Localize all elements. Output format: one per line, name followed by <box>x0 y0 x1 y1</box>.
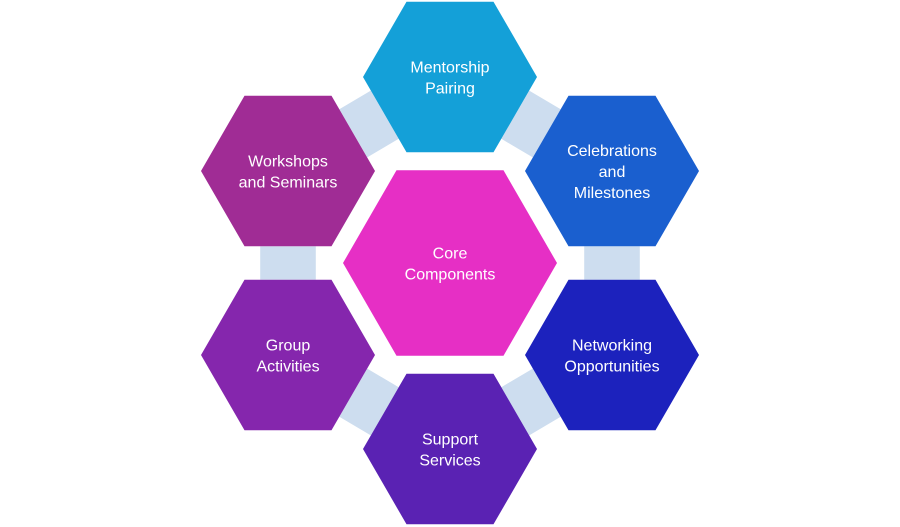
hex-mentorship-pairing-shape <box>363 1 537 153</box>
hex-celebrations-and-milestones-label-line: and <box>599 164 626 181</box>
hex-networking-opportunities-label-line: Networking <box>572 338 652 355</box>
hex-workshops-and-seminars-shape <box>201 95 375 247</box>
hex-core-components-label-line: Core <box>433 246 468 263</box>
hex-celebrations-and-milestones-shape <box>525 95 699 247</box>
connector-strip <box>339 368 399 436</box>
hex-core-components-label-line: Components <box>405 267 496 284</box>
hex-core-components-shape <box>343 170 557 356</box>
hex-support-services-label-line: Support <box>422 432 479 449</box>
hex-workshops-and-seminars: Workshops and Seminars <box>201 95 375 247</box>
connectors <box>260 90 640 436</box>
connector-strip <box>584 246 640 280</box>
hex-mentorship-pairing-label-line: Mentorship <box>410 60 489 77</box>
hex-networking-opportunities-label-line: Opportunities <box>564 359 659 376</box>
hex-celebrations-and-milestones-label-line: Milestones <box>574 185 650 202</box>
hex-group-activities-shape <box>201 279 375 431</box>
hex-networking-opportunities-shape <box>525 279 699 431</box>
hex-group-activities-label-line: Activities <box>256 359 319 376</box>
hex-group-activities-label-line: Group <box>266 338 311 355</box>
hex-support-services-shape <box>363 373 537 525</box>
connector-strip <box>501 368 561 436</box>
connector-strip <box>260 246 316 280</box>
hex-workshops-and-seminars-label-line: Workshops <box>248 154 328 171</box>
hex-support-services-label-line: Services <box>419 453 480 470</box>
hex-mentorship-pairing-label-line: Pairing <box>425 81 475 98</box>
hex-workshops-and-seminars-label-line: and Seminars <box>239 175 338 192</box>
hex-celebrations-and-milestones-label-line: Celebrations <box>567 143 657 160</box>
connector-strip <box>339 90 399 158</box>
connector-strip <box>501 90 561 158</box>
